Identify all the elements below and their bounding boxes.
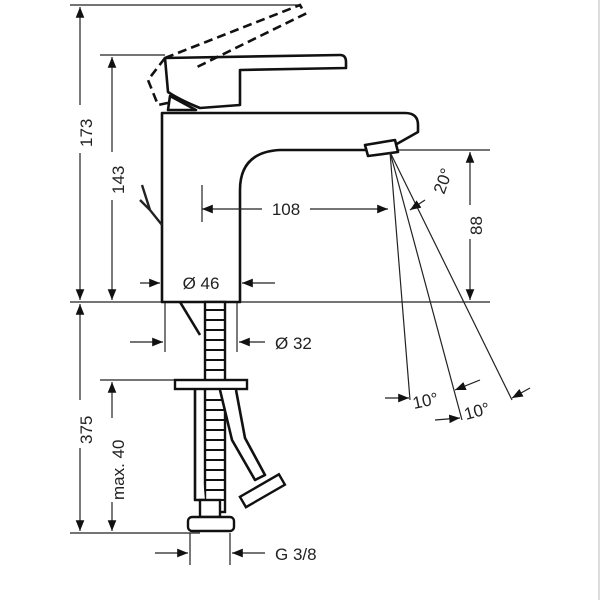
spray-lines: 20° 10° 10° xyxy=(385,151,531,424)
label-173: 173 xyxy=(77,119,96,147)
label-20-degree: 20° xyxy=(430,166,457,197)
label-g-3-8: G 3/8 xyxy=(275,545,317,564)
dimension-88: 88 xyxy=(460,152,486,300)
dimension-diameter-46: Ø 46 xyxy=(140,274,275,293)
dimension-g-3-8: G 3/8 xyxy=(155,545,317,564)
label-108: 108 xyxy=(272,200,300,219)
dimension-max-40: max. 40 xyxy=(102,382,128,531)
label-143: 143 xyxy=(109,166,128,194)
label-diameter-46: Ø 46 xyxy=(183,274,220,293)
faucet-body xyxy=(139,3,420,304)
label-10-degree-2: 10° xyxy=(462,399,492,424)
label-375: 375 xyxy=(77,416,96,444)
label-10-degree-1: 10° xyxy=(411,389,440,413)
shank-assembly xyxy=(173,300,287,533)
label-diameter-32: Ø 32 xyxy=(275,334,312,353)
dimension-108: 108 xyxy=(201,185,388,222)
dimension-diameter-32: Ø 32 xyxy=(130,334,312,353)
extension-lines xyxy=(70,4,490,565)
dimension-375: 375 xyxy=(70,304,96,531)
label-88: 88 xyxy=(467,216,486,235)
label-max-40: max. 40 xyxy=(109,440,128,500)
dimension-173: 173 xyxy=(70,6,96,300)
dimension-143: 143 xyxy=(102,56,128,300)
